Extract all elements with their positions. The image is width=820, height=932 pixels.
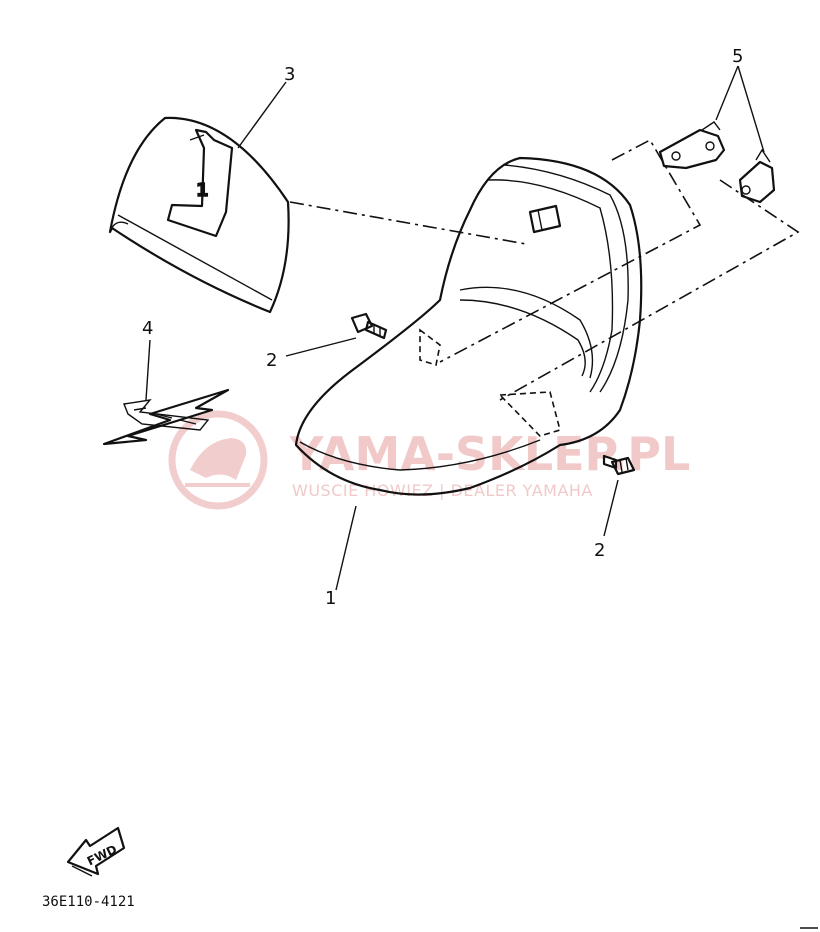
- seat-cover-part: 1: [108, 116, 290, 314]
- seat-cover-number-emblem: 1: [196, 180, 209, 201]
- callout-emblem: 4: [142, 318, 153, 339]
- callout-bolt-left: 2: [266, 350, 277, 371]
- emblem-part: [102, 388, 230, 446]
- watermark-logo-icon: [168, 410, 268, 510]
- callout-bracket: 5: [732, 46, 743, 67]
- callout-bolt-right: 2: [594, 540, 605, 561]
- bracket-upper-part: [658, 121, 726, 170]
- watermark-title: YAMA-SKLEP.PL: [289, 427, 690, 481]
- callout-seat: 1: [325, 588, 336, 609]
- figure-code: 36E110-4121: [42, 894, 135, 910]
- callout-seat-cover: 3: [284, 64, 295, 85]
- bracket-lower-part: [738, 148, 776, 204]
- forward-direction-icon: FWD: [66, 826, 126, 877]
- bolt-left-part: [350, 312, 388, 340]
- bolt-right-part: [602, 454, 636, 476]
- watermark-subtitle: WUSCIE HOWIEZ | DEALER YAMAHA: [292, 481, 593, 500]
- seat-part: [294, 156, 643, 496]
